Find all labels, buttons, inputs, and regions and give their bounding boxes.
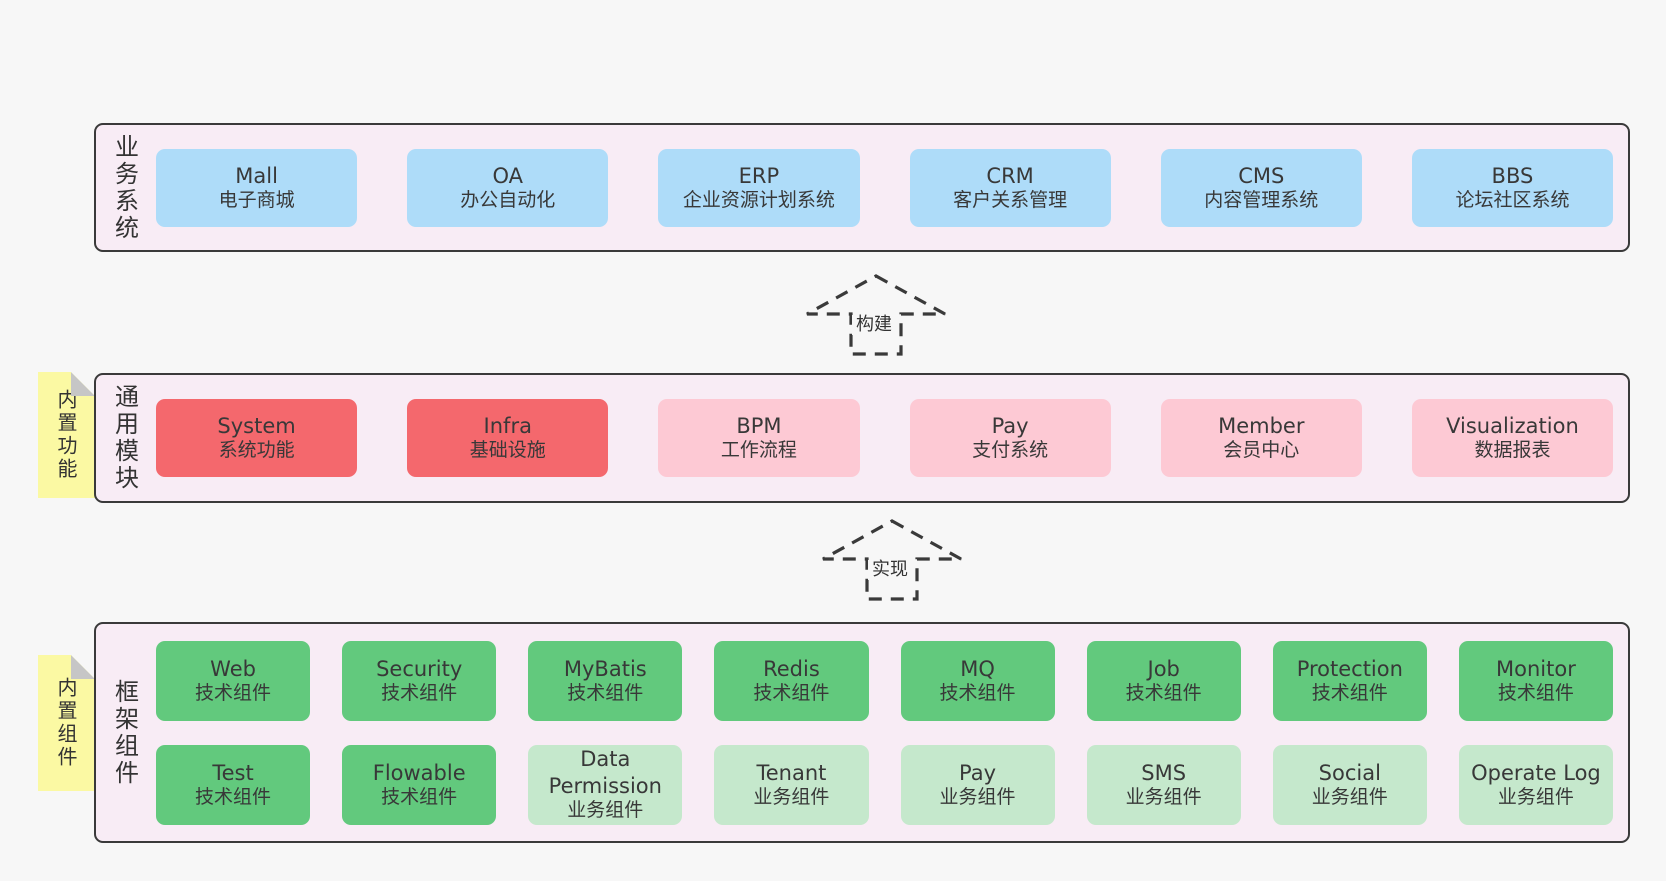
box-crm: CRM 客户关系管理 bbox=[909, 148, 1111, 227]
box-pay-component: Pay 业务组件 bbox=[900, 744, 1055, 825]
box-test: Test 技术组件 bbox=[156, 744, 311, 825]
framework-components-grid: Web 技术组件 Security 技术组件 MyBatis 技术组件 Redi… bbox=[154, 624, 1628, 841]
box-tenant: Tenant 业务组件 bbox=[714, 744, 869, 825]
box-member: Member 会员中心 bbox=[1160, 399, 1362, 477]
implement-arrow-label: 实现 bbox=[868, 560, 912, 580]
build-arrow-label: 构建 bbox=[852, 315, 896, 335]
box-mall: Mall 电子商城 bbox=[156, 148, 358, 227]
tech-components-row: Web 技术组件 Security 技术组件 MyBatis 技术组件 Redi… bbox=[156, 640, 1613, 721]
business-systems-boxes: Mall 电子商城 OA 办公自动化 ERP 企业资源计划系统 CRM 客户关系… bbox=[154, 125, 1628, 250]
business-systems-label: 业务系统 bbox=[110, 133, 139, 242]
box-monitor: Monitor 技术组件 bbox=[1458, 640, 1613, 721]
box-bbs: BBS 论坛社区系统 bbox=[1411, 148, 1614, 227]
business-systems-layer: 业务系统 Mall 电子商城 OA 办公自动化 ERP 企业资源计划系统 CRM… bbox=[94, 123, 1630, 252]
box-erp: ERP 企业资源计划系统 bbox=[658, 148, 860, 227]
box-sms: SMS 业务组件 bbox=[1086, 744, 1241, 825]
builtin-features-tag: 内置功能 bbox=[38, 372, 95, 498]
box-data-permission: Data Permission 业务组件 bbox=[528, 744, 683, 825]
box-visualization: Visualization 数据报表 bbox=[1411, 399, 1614, 477]
box-job: Job 技术组件 bbox=[1086, 640, 1241, 721]
common-modules-label: 通用模块 bbox=[110, 384, 139, 492]
framework-components-label: 框架组件 bbox=[110, 678, 139, 787]
box-web: Web 技术组件 bbox=[156, 640, 311, 721]
box-flowable: Flowable 技术组件 bbox=[342, 744, 497, 825]
box-protection: Protection 技术组件 bbox=[1272, 640, 1427, 721]
box-redis: Redis 技术组件 bbox=[714, 640, 869, 721]
box-mybatis: MyBatis 技术组件 bbox=[528, 640, 683, 721]
builtin-components-tag: 内置组件 bbox=[38, 655, 95, 791]
implement-arrow-up-icon bbox=[822, 519, 962, 601]
box-cms: CMS 内容管理系统 bbox=[1160, 148, 1362, 227]
framework-components-layer: 框架组件 Web 技术组件 Security 技术组件 MyBatis 技术组件… bbox=[94, 622, 1630, 843]
build-arrow-up-icon bbox=[806, 274, 946, 356]
common-modules-layer: 通用模块 System 系统功能 Infra 基础设施 BPM 工作流程 Pay… bbox=[94, 373, 1630, 503]
folded-corner-icon bbox=[71, 655, 95, 679]
box-bpm: BPM 工作流程 bbox=[658, 399, 860, 477]
folded-corner-icon bbox=[71, 372, 95, 396]
business-components-row: Test 技术组件 Flowable 技术组件 Data Permission … bbox=[156, 744, 1613, 825]
box-system: System 系统功能 bbox=[156, 399, 358, 477]
common-modules-boxes: System 系统功能 Infra 基础设施 BPM 工作流程 Pay 支付系统… bbox=[154, 375, 1628, 501]
box-social: Social 业务组件 bbox=[1272, 744, 1427, 825]
box-operate-log: Operate Log 业务组件 bbox=[1458, 744, 1613, 825]
box-mq: MQ 技术组件 bbox=[900, 640, 1055, 721]
box-infra: Infra 基础设施 bbox=[407, 399, 609, 477]
box-pay-module: Pay 支付系统 bbox=[909, 399, 1111, 477]
box-oa: OA 办公自动化 bbox=[407, 148, 609, 227]
box-security: Security 技术组件 bbox=[342, 640, 497, 721]
